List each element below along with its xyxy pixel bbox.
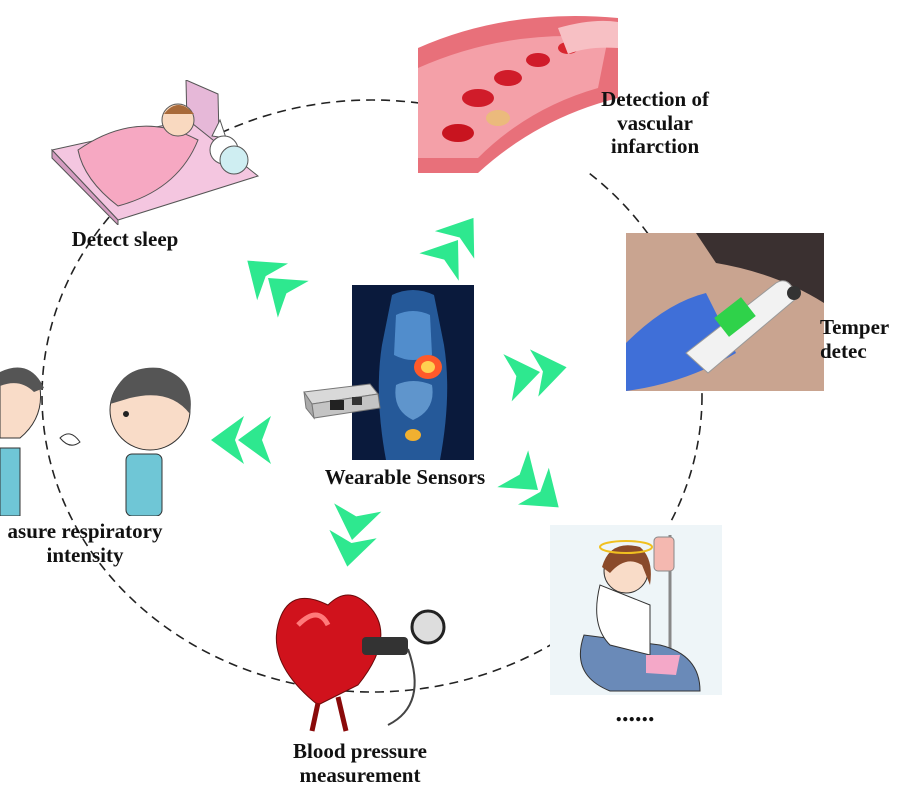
heart-illustration [258, 585, 453, 735]
label-vascular: Detection of vascular infarction [601, 87, 709, 159]
thermometer-photo [626, 233, 824, 391]
label-temperature: Temper detec [820, 315, 890, 363]
patient-iv-illustration [550, 525, 722, 695]
arrow-to-respiratory [211, 416, 271, 464]
arrow-to-vascular [419, 204, 494, 281]
vascular-illustration [418, 8, 618, 173]
sleep-illustration [48, 80, 263, 225]
arrow-to-blood-pressure [323, 503, 382, 571]
label-respiratory: asure respiratory intensity [7, 519, 163, 567]
arrow-to-sleep [231, 242, 309, 318]
label-blood-pressure: Blood pressure measurement [293, 739, 427, 787]
label-more: ...... [615, 698, 655, 727]
sensor-device-image [300, 382, 382, 422]
anatomy-image [352, 285, 474, 460]
arrow-to-temperature [503, 343, 571, 402]
center-label: Wearable Sensors [324, 465, 486, 489]
respiratory-illustration [0, 358, 200, 516]
label-sleep: Detect sleep [71, 227, 179, 251]
